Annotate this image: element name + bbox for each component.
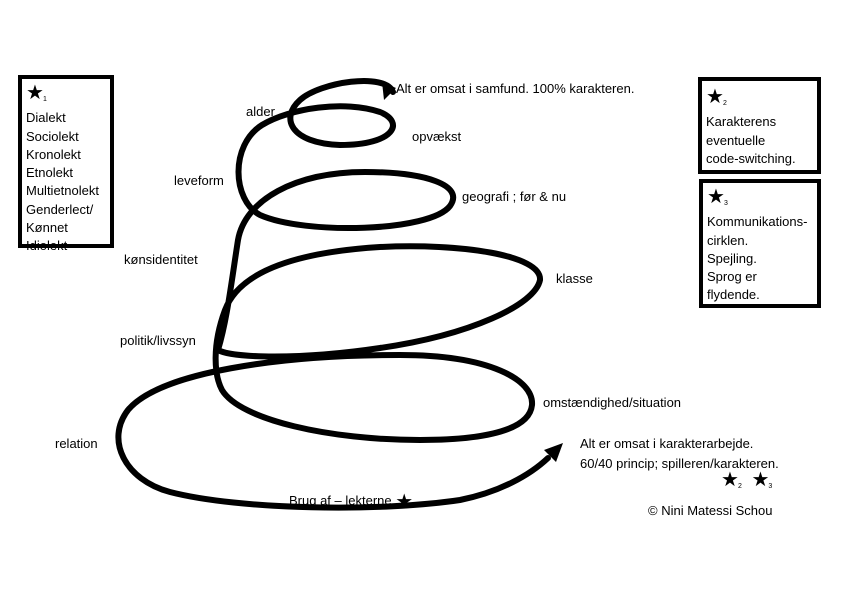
top-caption: Alt er omsat i samfund. 100% karakteren.: [396, 81, 635, 96]
brug-text: Brug af – lekterne: [289, 493, 392, 508]
star-2-icon: ★: [721, 469, 739, 491]
dialect-item: Genderlect/: [26, 201, 94, 217]
spiral-path: [115, 78, 551, 511]
bottom-stars: ★2 ★3: [721, 470, 772, 495]
dialect-box: ★1 Dialekt Sociolekt Kronolekt Etnolekt …: [18, 75, 114, 253]
box3-line: Spejling.: [707, 250, 757, 266]
star-3-icon: ★: [751, 469, 770, 491]
top-arrowhead: [382, 82, 396, 100]
label-relation: relation: [55, 436, 98, 451]
label-brug: Brug af – lekterne ★1: [289, 492, 416, 514]
star-3-sub: 3: [768, 483, 773, 490]
copyright: © Nini Matessi Schou: [648, 503, 773, 518]
communication-box: ★3 Kommunikations- cirklen. Spejling. Sp…: [699, 179, 821, 308]
label-omstaendighed: omstændighed/situation: [543, 395, 682, 410]
box2-line: Karakterens: [706, 114, 777, 130]
box3-line: Kommunikations-: [707, 214, 808, 230]
bottom-caption-line1: Alt er omsat i karakterarbejde.: [580, 436, 754, 451]
brug-star-sub: 1: [412, 502, 417, 509]
star-2-sub: 2: [737, 483, 742, 490]
code-switching-box: ★2 Karakterens eventuelle code-switching…: [698, 77, 821, 174]
box3-line: Sprog er: [707, 269, 757, 285]
box2-line: code-switching.: [706, 150, 796, 166]
dialect-item: Sociolekt: [26, 128, 79, 144]
box3-line: flydende.: [707, 287, 760, 303]
label-konsidentitet: kønsidentitet: [124, 252, 198, 267]
label-opvaekst: opvækst: [412, 129, 462, 144]
dialect-item: Multietnolekt: [26, 183, 99, 199]
box1-star-icon: ★1: [26, 82, 47, 104]
label-politik: politik/livssyn: [120, 333, 196, 348]
label-klasse: klasse: [556, 271, 593, 286]
label-geografi: geografi ; før & nu: [462, 189, 567, 204]
dialect-item: Kønnet: [26, 220, 68, 236]
brug-star-icon: ★: [395, 491, 414, 513]
bottom-arrowhead: [544, 443, 563, 462]
box3-star-icon: ★3: [707, 186, 728, 208]
dialect-item: Kronolekt: [26, 146, 81, 162]
box2-star-icon: ★2: [706, 86, 727, 108]
dialect-item: Idiolekt: [26, 238, 68, 254]
dialect-item: Dialekt: [26, 110, 66, 126]
box2-line: eventuelle: [706, 132, 766, 148]
label-leveform: leveform: [174, 173, 224, 188]
label-alder: alder: [246, 104, 275, 119]
bottom-caption-line2: 60/40 princip; spilleren/karakteren.: [580, 456, 779, 471]
box3-line: cirklen.: [707, 232, 749, 248]
dialect-item: Etnolekt: [26, 165, 73, 181]
